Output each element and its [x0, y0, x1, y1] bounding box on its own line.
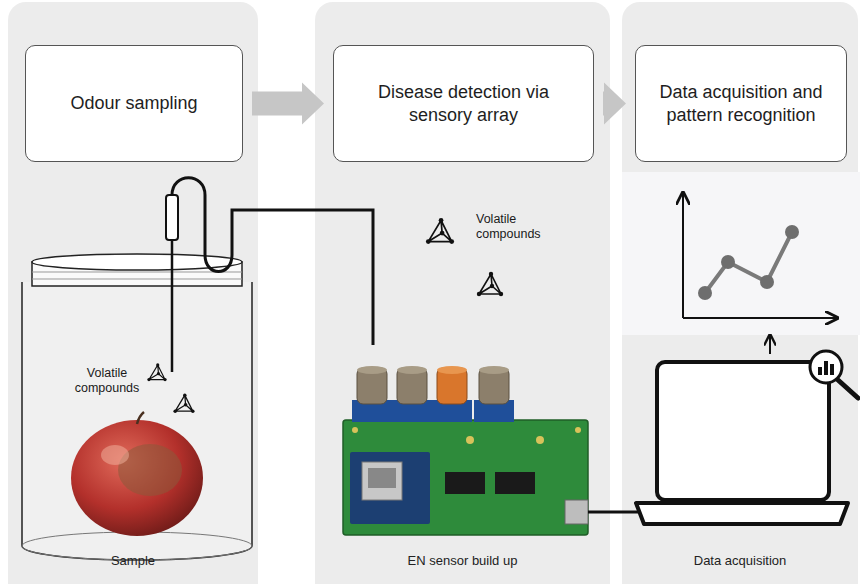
compound-label: Volatile compounds: [476, 212, 566, 242]
panel-background: [8, 2, 258, 584]
process-arrow: [252, 83, 324, 125]
sample-jar: [32, 272, 242, 279]
sensor-board: [350, 452, 430, 524]
apple: [137, 412, 144, 424]
panel-background: [315, 2, 610, 584]
stage-panel: Disease detection via sensory array EN se…: [315, 2, 610, 584]
step-header-box: Odour sampling: [25, 45, 243, 162]
magnifier-icon: [830, 364, 834, 375]
laptop-icon: [636, 503, 848, 524]
step-title: Disease detection via sensory array: [334, 81, 593, 126]
molecule-icon: [147, 363, 166, 381]
step-header-box: Disease detection via sensory array: [333, 45, 594, 162]
sensor-board: [343, 420, 588, 535]
compound-label: Volatile compounds: [66, 366, 148, 396]
laptop-icon: [720, 501, 766, 505]
apple: [101, 445, 129, 465]
step-title: Odour sampling: [58, 92, 209, 115]
pattern-chart: [785, 225, 799, 239]
gas-sensor: [479, 366, 509, 374]
magnifier-icon: [824, 361, 828, 375]
sample-jar: [22, 282, 252, 560]
apple: [71, 420, 203, 536]
sensor-board: [575, 427, 581, 433]
gas-sensor: [397, 366, 427, 374]
pattern-chart: [760, 275, 774, 289]
pattern-chart: [705, 232, 792, 293]
sensor-board: [466, 436, 474, 444]
molecule-icon: [173, 393, 194, 413]
magnifier-icon: [810, 351, 858, 398]
sensor-board: [368, 468, 396, 488]
sensor-board: [565, 500, 588, 524]
magnifier-icon: [818, 367, 822, 375]
panel-caption: Sample: [8, 553, 258, 569]
sampling-tube: [172, 178, 373, 345]
laptop-icon: [657, 362, 829, 500]
laptop-icon: [636, 362, 848, 524]
sensor-board: [495, 472, 535, 494]
pattern-chart: [721, 255, 735, 269]
sample-jar: [22, 254, 252, 560]
step-title: Data acquisition and pattern recognition: [636, 81, 846, 126]
molecule-icon: [426, 218, 454, 244]
pattern-chart: [698, 286, 712, 300]
chart-area: [622, 172, 860, 335]
step-header-box: Data acquisition and pattern recognition: [635, 45, 847, 162]
sensor-board: [343, 420, 588, 535]
pattern-chart: [683, 317, 836, 319]
stage-panel: Data acquisition and pattern recognition…: [622, 2, 858, 584]
magnifier-icon: [810, 351, 842, 383]
process-arrow: [603, 83, 626, 125]
flow-arrow: [769, 336, 771, 354]
usb-cable: [588, 511, 640, 514]
pattern-chart: [682, 194, 684, 318]
magnifier-icon: [838, 380, 858, 398]
sensor-board: [352, 427, 358, 433]
molecule-icon: [477, 272, 503, 296]
sampling-tube: [166, 178, 373, 372]
pattern-chart: [683, 194, 836, 318]
panel-caption: Data acquisition: [622, 553, 858, 569]
panel-caption: EN sensor build up: [315, 553, 610, 569]
gas-sensor: [352, 366, 514, 422]
sampling-tube: [166, 195, 178, 240]
gas-sensor: [437, 366, 467, 374]
sensor-board: [536, 436, 544, 444]
gas-sensor: [357, 366, 387, 374]
sensor-board: [362, 462, 402, 500]
sensor-board: [445, 472, 485, 494]
stage-panel: Odour samplingSample: [8, 2, 258, 584]
apple: [71, 412, 203, 536]
sampling-tube: [171, 240, 174, 372]
